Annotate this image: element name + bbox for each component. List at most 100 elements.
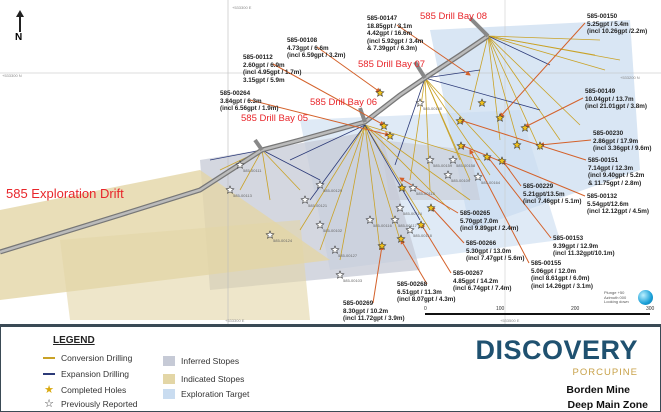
hole-id: 585-00264	[220, 90, 251, 97]
previously-reported-star	[448, 155, 458, 164]
conversion-drill-trace	[487, 35, 606, 71]
expansion-drill-trace	[261, 149, 321, 181]
assay-line: (incl 21.01gpt / 3.8m)	[585, 103, 647, 111]
callout-arrow	[396, 24, 471, 76]
assay-line: 4.73gpt / 6.6m	[287, 44, 329, 52]
previous-hole-id: 585-00164	[481, 180, 501, 185]
hole-id: 585-00267	[453, 270, 484, 277]
previously-reported-star	[335, 270, 345, 279]
previous-hole-id: 585-00111	[243, 168, 262, 173]
assay-line: 5.25gpt / 5.4m	[587, 20, 629, 28]
hole-id: 585-00108	[287, 37, 318, 44]
callout-arrow	[399, 177, 459, 214]
previous-hole-id: 585-00158	[456, 163, 476, 168]
callout-arrow	[372, 245, 384, 304]
gold-star-icon: ★	[44, 384, 54, 396]
hole-id: 585-00112	[243, 54, 273, 61]
previously-reported-star	[265, 230, 275, 239]
previous-hole-id: 585-00114	[403, 211, 422, 216]
completed-hole-star	[497, 156, 507, 165]
assay-line: 7.14gpt / 12.3m	[588, 164, 634, 172]
conversion-drill-trace	[487, 35, 521, 151]
exploration-swatch	[163, 389, 175, 399]
conversion-drill-trace	[364, 124, 451, 211]
previous-hole-id: 585-00121	[308, 203, 328, 208]
callout-arrow	[316, 46, 381, 93]
assay-line: 5.70gpt 7.0m	[460, 217, 499, 225]
conversion-drill-trace	[364, 124, 471, 201]
hole-id: 585-00151	[588, 157, 619, 164]
plunge-text: Plunge +50	[604, 290, 625, 295]
legend-conversion-drilling: Conversion Drilling	[43, 353, 132, 363]
conversion-drill-trace	[487, 35, 501, 141]
previous-hole-id: 585-00102	[323, 228, 343, 233]
north-arrow: N	[15, 10, 25, 43]
callout-arrow	[460, 144, 586, 197]
zone-name: Deep Main Zone	[567, 399, 648, 411]
assay-line: (incl 3.36gpt / 9.6m)	[593, 145, 652, 153]
previous-hole-id: 585-00118	[413, 233, 432, 238]
previously-reported-star	[443, 170, 453, 179]
expansion-drill-trace	[209, 149, 263, 161]
conversion-drill-trace	[261, 149, 301, 191]
assay-line: (incl 4.95gpt / 1.7m)	[243, 69, 302, 77]
drill-bay-cutout	[413, 60, 427, 80]
callout-arrow	[400, 239, 428, 285]
assay-line: 10.04gpt / 13.7m	[585, 95, 634, 103]
previous-hole-id: 585-00109	[451, 178, 471, 183]
assay-line: (incl 8.61gpt / 6.0m)	[531, 275, 590, 283]
orientation-note: Plunge +50 Azimuth 000 Looking down	[604, 290, 629, 305]
previously-reported-star	[405, 225, 415, 234]
completed-hole-star	[396, 234, 406, 243]
hole-id: 585-00150	[587, 13, 618, 20]
previously-reported-star	[408, 183, 418, 192]
grid-label: +533500 E	[500, 318, 520, 323]
previously-reported-star	[315, 180, 325, 189]
conversion-drill-trace	[487, 35, 621, 61]
assay-line: & 7.39gpt / 6.3m)	[367, 45, 418, 53]
callout-arrow	[430, 206, 465, 244]
expansion-drill-trace	[487, 35, 551, 66]
legend-title: LEGEND	[53, 335, 95, 346]
callout-arrow	[469, 149, 530, 264]
grid-label: +533300 E	[225, 318, 245, 323]
callout-arrow	[272, 63, 385, 126]
conversion-drill-trace	[487, 35, 581, 126]
assay-line: (incl 6.74gpt / 7.4m)	[453, 285, 512, 293]
scale-tick: 300	[646, 306, 655, 312]
assay-line: (incl 14.26gpt / 3.1m)	[531, 282, 593, 290]
assay-line: (incl 6.56gpt / 1.9m)	[220, 105, 279, 113]
conversion-drill-trace	[424, 77, 471, 181]
previous-hole-id: 585-00160	[423, 106, 443, 111]
scale-tick: 0	[424, 306, 427, 312]
inferred-swatch	[163, 356, 175, 366]
scale-bar	[425, 313, 650, 315]
stope-area	[380, 140, 480, 200]
completed-hole-star	[416, 220, 426, 229]
conversion-drill-trace	[299, 124, 366, 231]
completed-hole-star	[375, 88, 385, 97]
assay-line: (incl 9.40gpt / 5.2m	[588, 172, 645, 180]
assay-line: 9.39gpt / 12.9m	[553, 242, 599, 250]
hole-id: 585-00269	[343, 300, 374, 307]
assay-line: 2.60gpt / 6.9m	[243, 61, 285, 69]
conversion-drill-trace	[364, 124, 481, 161]
hole-id: 585-00265	[460, 210, 491, 217]
previously-reported-star	[300, 195, 310, 204]
callout-arrow	[524, 97, 584, 128]
callout-arrow	[539, 139, 592, 148]
drill-bay-cutout	[253, 138, 264, 152]
conversion-drill-trace	[319, 124, 366, 251]
indicated-swatch	[163, 374, 175, 384]
assay-line: 5.54gpt/12.6m	[587, 200, 629, 208]
completed-hole-star	[477, 98, 487, 107]
porcupine-logo: PORCUPINE	[572, 367, 638, 378]
legend-panel: LEGEND Conversion Drilling Expansion Dri…	[0, 326, 661, 412]
conversion-drill-trace	[487, 35, 561, 141]
